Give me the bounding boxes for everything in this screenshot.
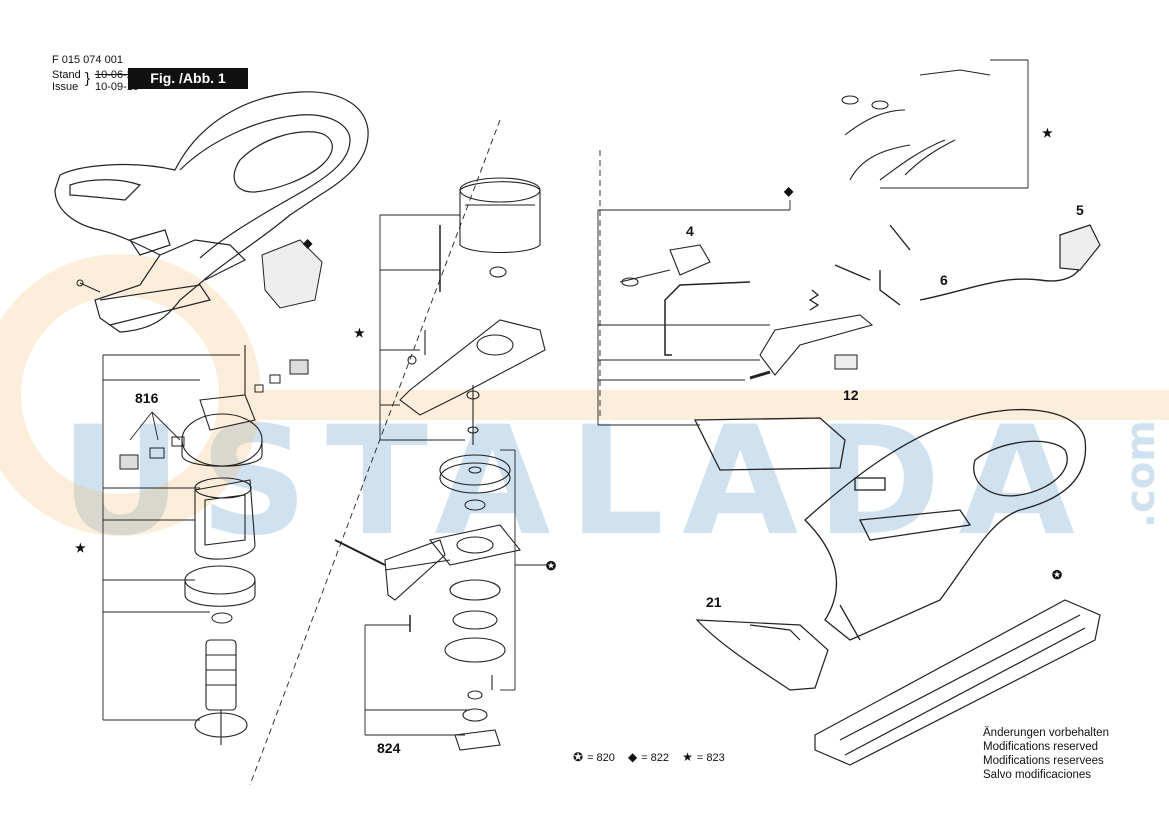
blade-guide [429, 524, 521, 566]
motor-end-bracket [184, 565, 256, 607]
motor-housing [459, 177, 541, 278]
screw-housing [76, 279, 101, 293]
carbon-brushes [119, 359, 309, 470]
callout-6: 6 [940, 272, 948, 288]
plug-5 [1059, 224, 1101, 271]
blade-bar [334, 539, 451, 601]
star-marker-gear: ★ [354, 326, 365, 340]
document-number: F 015 074 001 [52, 54, 123, 66]
switch-cover-part [261, 239, 323, 309]
power-cord [834, 224, 1085, 306]
callout-816: 816 [135, 390, 159, 406]
trigger-lever [759, 314, 874, 376]
issue-label: Issue [52, 81, 79, 93]
modifications-line-es: Salvo modificaciones [983, 769, 1092, 781]
legend-circle-star-icon: ✪ [573, 750, 584, 764]
circle-star-marker-sheath: ✪ [1052, 568, 1063, 582]
washer [464, 499, 486, 511]
switch-rod [664, 281, 751, 356]
star-marker-motor: ★ [75, 541, 86, 555]
symbol-legend: ✪= 820 ◆= 822 ★= 823 [573, 750, 729, 764]
modifications-note: Änderungen vorbehalten Modifications res… [983, 726, 1109, 782]
bracket-lines-right [597, 200, 791, 426]
legend-star-icon: ★ [682, 750, 693, 764]
bracket-lines-middle [379, 214, 465, 441]
watermark-logo-shape [0, 254, 1169, 536]
housing-half-upper [54, 91, 369, 333]
callout-4: 4 [686, 223, 694, 239]
motor-stator [194, 477, 256, 560]
watermark-text: USTALADA [60, 395, 1093, 569]
callout-816-leaders [129, 411, 181, 441]
drive-shaft [466, 385, 480, 445]
bearing [211, 612, 233, 624]
legend-822: = 822 [641, 752, 670, 764]
callout-21: 21 [706, 594, 722, 610]
housing-half-lower [693, 409, 1087, 641]
wire-set [841, 69, 991, 181]
spring-lower [749, 370, 771, 380]
switch-part [619, 244, 711, 287]
modifications-line-de: Änderungen vorbehalten [983, 727, 1109, 739]
circle-star-marker-blade: ✪ [546, 559, 557, 573]
cover-21 [695, 619, 829, 691]
legend-820: = 820 [587, 752, 615, 764]
modifications-line-fr: Modifications reservees [983, 755, 1104, 767]
diamond-marker-switch: ◆ [784, 184, 794, 198]
star-marker-wires: ★ [1042, 126, 1053, 140]
gear-wheel [439, 454, 511, 494]
brace-icon: } [85, 70, 91, 87]
spring-upper [808, 289, 820, 311]
armature [194, 639, 248, 745]
brush-holder [181, 345, 263, 467]
cam-discs [444, 579, 506, 751]
stand-label: Stand [52, 69, 81, 81]
bracket-wires [880, 59, 1029, 189]
callout-12: 12 [843, 387, 859, 403]
blade-sheath [814, 599, 1101, 766]
gear-plate [399, 319, 546, 416]
callout-5: 5 [1076, 202, 1084, 218]
callout-824: 824 [377, 740, 401, 756]
legend-823: = 823 [696, 752, 725, 764]
diamond-marker-cover: ◆ [303, 236, 313, 250]
bracket-lines-lower [364, 449, 548, 736]
brush-12 [834, 354, 858, 370]
legend-diamond-icon: ◆ [627, 750, 638, 764]
modifications-line-en: Modifications reserved [983, 741, 1099, 753]
figure-label: Fig. /Abb. 1 [128, 68, 248, 89]
bracket-lines-left [102, 354, 240, 721]
